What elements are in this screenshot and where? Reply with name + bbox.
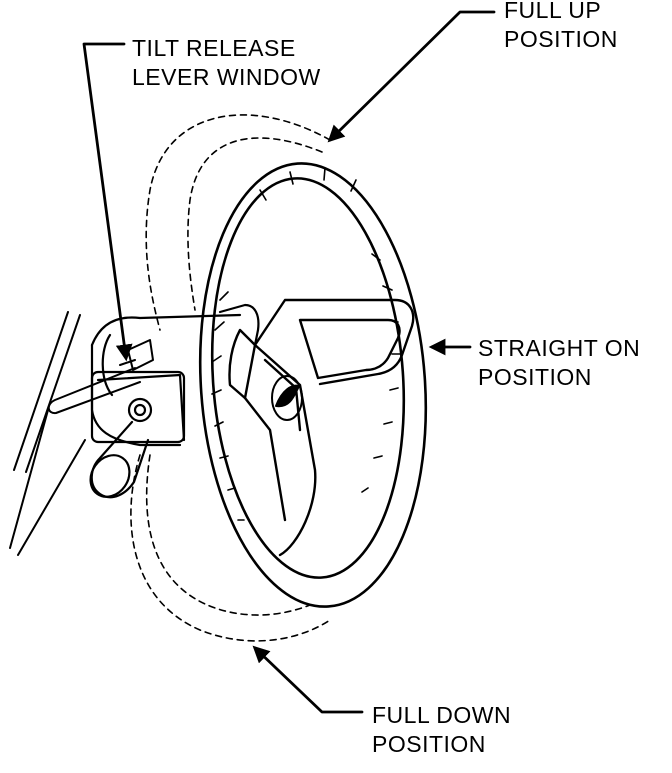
- full-down-position-label: FULL DOWN POSITION: [372, 701, 511, 759]
- full-down-line2: POSITION: [372, 731, 486, 757]
- leader-lines: [82, 10, 496, 714]
- steering-column: [90, 303, 260, 447]
- straight-on-line2: POSITION: [478, 364, 592, 390]
- tilt-release-line1: TILT RELEASE: [132, 35, 296, 61]
- full-down-position-outline: [130, 454, 331, 642]
- full-up-position-outline: [145, 114, 331, 331]
- full-down-leader: [252, 645, 364, 714]
- tilt-release-lever-window-label: TILT RELEASE LEVER WINDOW: [132, 34, 321, 92]
- tilt-release-leader: [82, 42, 133, 362]
- full-up-position-label: FULL UP POSITION: [504, 0, 618, 54]
- turn-signal-stalk: [89, 397, 153, 499]
- full-up-leader: [327, 10, 496, 143]
- straight-on-position-label: STRAIGHT ON POSITION: [478, 334, 640, 392]
- rim-stitching: [211, 167, 401, 521]
- straight-on-line1: STRAIGHT ON: [478, 335, 641, 361]
- tilt-release-line2: LEVER WINDOW: [132, 64, 321, 90]
- full-up-line2: POSITION: [504, 26, 618, 52]
- steering-wheel-rim: [198, 162, 428, 608]
- full-up-line1: FULL UP: [504, 0, 602, 23]
- horn-emblem: [271, 375, 303, 421]
- dashboard-edge: [9, 311, 86, 556]
- full-down-line1: FULL DOWN: [372, 702, 512, 728]
